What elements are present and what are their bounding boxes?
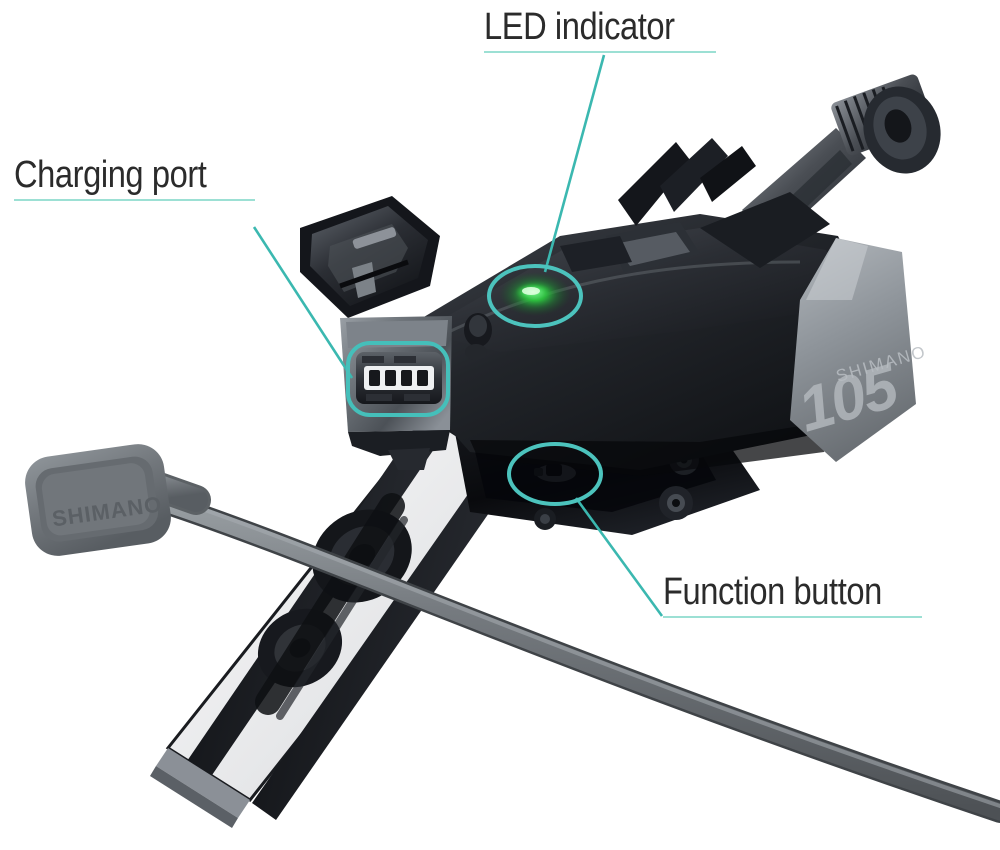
derailleur-cage bbox=[150, 414, 516, 828]
charging-port-cap bbox=[300, 196, 440, 318]
mounting-bolt-assembly bbox=[560, 74, 941, 272]
callout-underline-charging-port bbox=[14, 198, 255, 201]
callout-underline-led-indicator bbox=[484, 50, 716, 53]
callout-led-indicator: LED indicator bbox=[484, 8, 716, 53]
charging-cable: SHIMANO bbox=[25, 444, 1000, 823]
callout-label-led-indicator: LED indicator bbox=[484, 6, 675, 48]
callout-label-function-button: Function button bbox=[663, 571, 882, 613]
callout-label-charging-port: Charging port bbox=[14, 154, 207, 196]
callout-charging-port: Charging port bbox=[14, 156, 255, 201]
callout-underline-function-button bbox=[663, 615, 922, 618]
callout-function-button: Function button bbox=[663, 573, 922, 618]
charging-plug: SHIMANO bbox=[25, 444, 171, 556]
brand-plate: SHIMANO 105 bbox=[790, 238, 929, 462]
charging-port-assembly bbox=[340, 316, 452, 470]
led-indicator-lamp bbox=[499, 272, 571, 316]
